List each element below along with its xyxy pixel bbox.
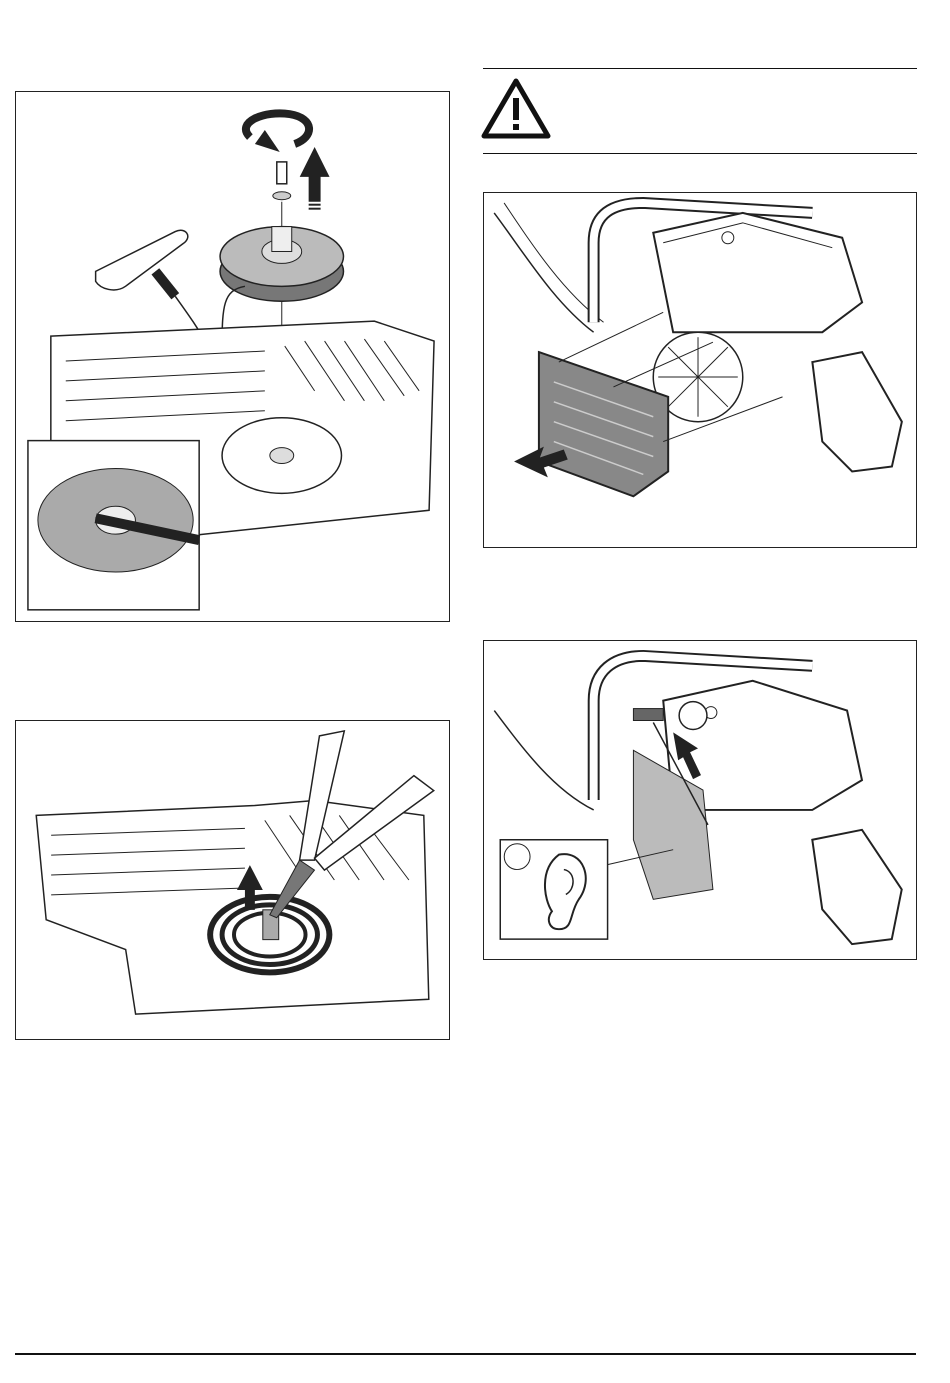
rotate-arrow-icon — [246, 113, 309, 152]
figure-starter-cover-install — [483, 192, 917, 548]
detail-inset — [28, 441, 199, 610]
warning-triangle-icon — [481, 78, 551, 140]
warning-top-rule — [483, 68, 917, 69]
start-handle-illustration — [484, 641, 916, 959]
spring-removal-illustration — [16, 721, 449, 1039]
pulley-bolt-icon — [273, 162, 291, 200]
figure-starter-pulley-removal — [15, 91, 450, 622]
warning-bottom-rule — [483, 153, 917, 154]
lift-arrow-icon — [300, 147, 330, 209]
figure-start-handle-pull — [483, 640, 917, 960]
push-arrow-icon — [514, 447, 568, 478]
cover-install-illustration — [484, 193, 916, 547]
starter-pulley-illustration — [16, 92, 449, 621]
page-footer-rule — [15, 1353, 916, 1355]
figure-spring-removal — [15, 720, 450, 1040]
